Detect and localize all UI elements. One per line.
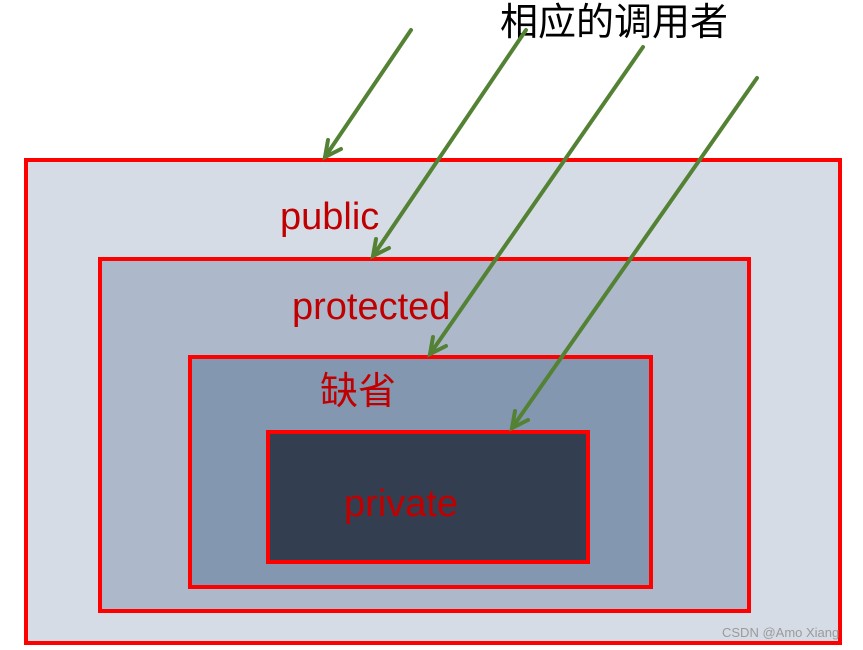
public-label: public bbox=[280, 196, 380, 238]
watermark: CSDN @Amo Xiang bbox=[722, 625, 840, 640]
arrow-to-public bbox=[322, 28, 413, 161]
private-label: private bbox=[344, 483, 459, 525]
protected-label: protected bbox=[292, 286, 451, 328]
default-label: 缺省 bbox=[320, 369, 397, 413]
callers-title: 相应的调用者 bbox=[500, 0, 729, 44]
private-scope-box bbox=[266, 430, 590, 564]
